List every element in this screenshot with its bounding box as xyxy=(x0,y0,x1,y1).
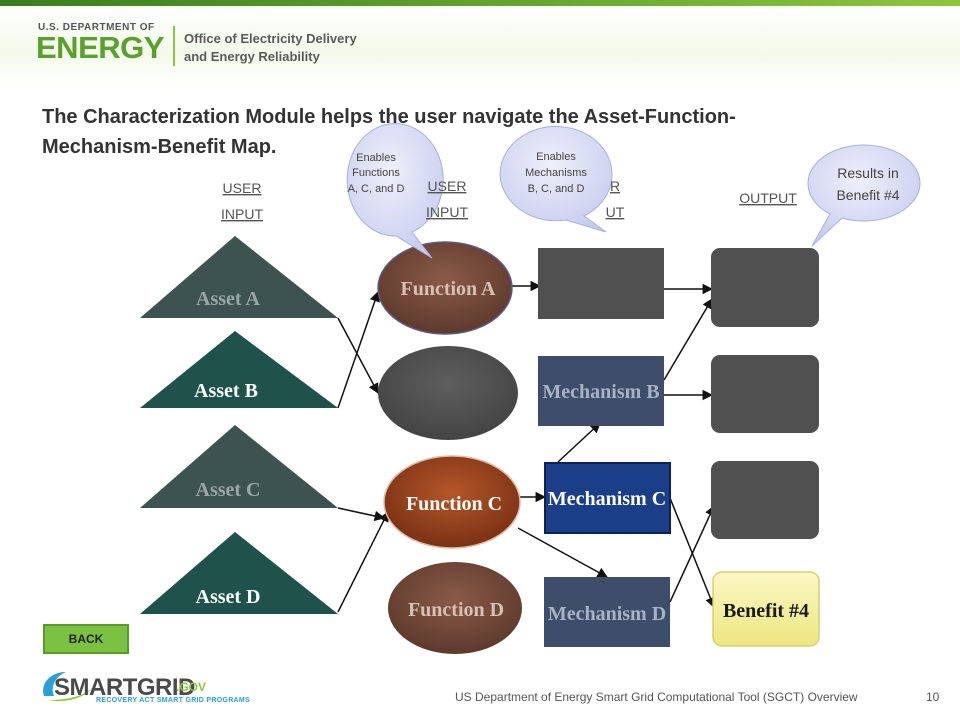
title-line-1: The Characterization Module helps the us… xyxy=(42,106,736,128)
benefit-4-label: Benefit #4 xyxy=(723,600,809,622)
asset-b-label: Asset B xyxy=(194,380,258,402)
mechanism-c-label: Mechanism C xyxy=(548,488,666,510)
connector-function-c-to-mech-d xyxy=(517,527,608,578)
smartgrid-logo-tagline: RECOVERY ACT SMART GRID PROGRAMS xyxy=(96,697,251,704)
asset-a-label: Asset A xyxy=(196,288,260,310)
mechanism-c-box xyxy=(544,462,671,534)
asset-a-triangle xyxy=(140,236,338,318)
page-title: The Characterization Module helps the us… xyxy=(42,102,902,162)
bubble-mechanisms-line-2: Mechanisms xyxy=(525,167,587,179)
asset-c-triangle xyxy=(140,425,338,508)
mechanism-b-box xyxy=(538,356,664,426)
office-name: Office of Electricity Delivery and Energ… xyxy=(184,30,357,66)
connector-asset-c-to-function-c xyxy=(337,507,386,522)
asset-d-label: Asset D xyxy=(196,586,261,608)
connector-lines xyxy=(337,280,716,613)
doe-logo-energy: ENERGY xyxy=(36,30,164,65)
benefit-shapes xyxy=(711,248,820,647)
header-band xyxy=(0,6,960,86)
connector-mech-d-to-benefit-3 xyxy=(669,505,715,603)
asset-d-triangle xyxy=(140,532,338,614)
page-number: 10 xyxy=(926,690,940,704)
benefit-4-box xyxy=(712,571,820,647)
col-user-input-1-line-2: INPUT xyxy=(221,206,263,222)
function-c-ellipse xyxy=(383,455,521,549)
col-user-input-2-line-1: USER xyxy=(428,178,467,194)
benefit-1-box xyxy=(711,248,819,327)
function-b-ellipse xyxy=(378,346,518,440)
asset-b-triangle xyxy=(140,331,338,408)
connector-function-c-to-mech-b xyxy=(557,422,601,463)
smartgrid-logo-word: SMARTGRID xyxy=(54,674,195,701)
callout-bubbles xyxy=(346,123,921,259)
benefit-2-box xyxy=(711,355,819,433)
function-d-ellipse xyxy=(388,562,522,654)
top-accent-bar xyxy=(0,0,960,6)
office-line-1: Office of Electricity Delivery xyxy=(184,31,357,46)
function-a-label: Function A xyxy=(400,278,496,300)
bubble-functions-line-2: Functions xyxy=(352,167,400,179)
connector-asset-d-to-function-c xyxy=(337,511,389,613)
callout-mechanisms xyxy=(499,125,613,233)
title-line-2: Mechanism-Benefit Map. xyxy=(42,136,277,158)
doe-logo-small-text: U.S. DEPARTMENT OF xyxy=(38,22,155,33)
asset-shapes xyxy=(140,236,338,614)
function-a-ellipse xyxy=(377,241,513,335)
function-d-label: Function D xyxy=(408,599,504,621)
bubble-results-line-2: Benefit #4 xyxy=(836,187,899,203)
bubble-functions-line-3: A, C, and D xyxy=(348,183,405,195)
function-c-label: Function C xyxy=(406,493,502,515)
callout-results xyxy=(807,144,921,247)
connector-asset-a-to-function-b xyxy=(337,317,379,394)
mechanism-1-box xyxy=(538,248,664,319)
bubble-mechanisms-line-3: B, C, and D xyxy=(528,183,585,195)
mechanism-b-label: Mechanism B xyxy=(542,381,659,403)
function-shapes xyxy=(377,241,522,654)
bubble-results-line-1: Results in xyxy=(837,165,898,181)
smartgrid-logo-swoosh xyxy=(43,672,94,702)
bubble-functions-line-1: Enables xyxy=(356,152,396,164)
mechanism-shapes xyxy=(538,248,671,647)
connector-asset-b-to-function-a xyxy=(337,291,380,409)
benefit-3-box xyxy=(711,461,819,539)
footer-text: US Department of Energy Smart Grid Compu… xyxy=(455,690,858,704)
col-user-input-2-line-2: INPUT xyxy=(426,204,468,220)
col-output: OUTPUT xyxy=(739,190,797,206)
bubble-mechanisms-line-1: Enables xyxy=(536,151,576,163)
connector-mech-b-to-benefit-1 xyxy=(663,298,713,381)
office-line-2: and Energy Reliability xyxy=(184,49,320,64)
mechanism-d-label: Mechanism D xyxy=(548,603,666,625)
col-user-input-1-line-1: USER xyxy=(223,180,262,196)
back-button[interactable]: BACK xyxy=(43,624,129,654)
smartgrid-logo-gov: .GOV xyxy=(176,680,207,694)
asset-c-label: Asset C xyxy=(196,479,261,501)
mechanism-d-box xyxy=(544,577,670,647)
callout-functions xyxy=(346,123,444,259)
col-user-input-3-line-1: R xyxy=(610,178,620,194)
col-user-input-3-line-2: UT xyxy=(606,204,625,220)
header-divider xyxy=(173,26,175,66)
